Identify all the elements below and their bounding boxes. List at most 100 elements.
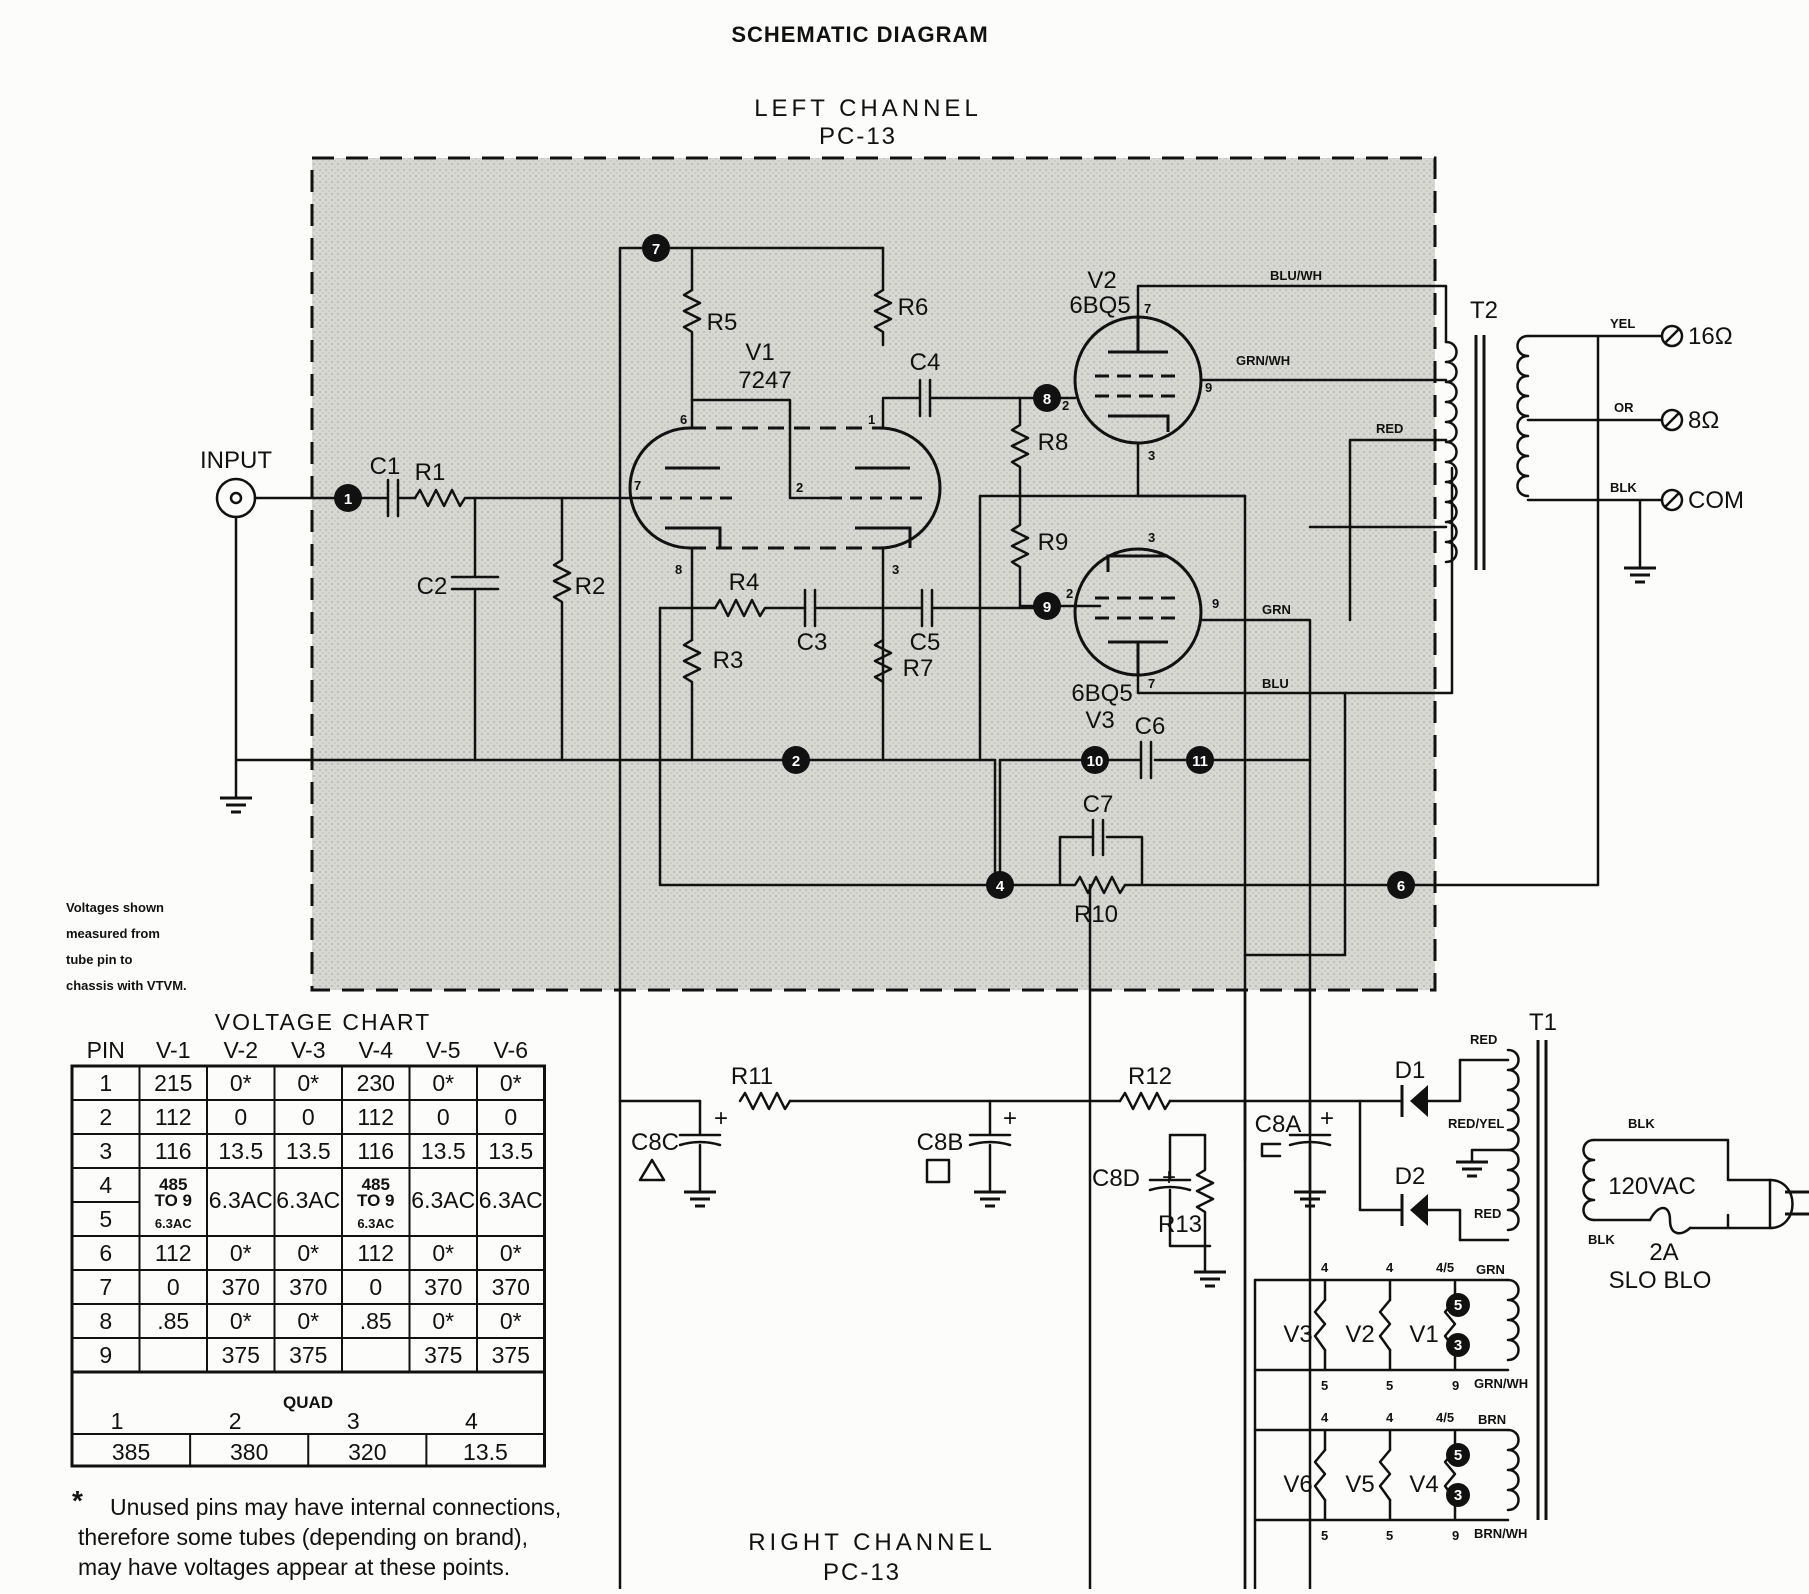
svg-text:RED: RED xyxy=(1474,1206,1501,1221)
v3-type: 6BQ5 xyxy=(1071,680,1132,707)
svg-text:1: 1 xyxy=(868,412,875,427)
svg-text:D2: D2 xyxy=(1395,1163,1426,1190)
chart-cell: .85 xyxy=(157,1308,189,1334)
ground-symbol xyxy=(1622,566,1658,584)
board-outline xyxy=(310,156,1437,992)
svg-text:4: 4 xyxy=(1321,1260,1329,1275)
node-6: 6 xyxy=(1397,878,1405,895)
chart-cell: 2 xyxy=(99,1104,112,1130)
chart-cell: 0* xyxy=(297,1240,319,1266)
svg-text:+: + xyxy=(1320,1105,1334,1132)
svg-text:5: 5 xyxy=(1386,1528,1393,1543)
r8-resistor: R8 xyxy=(1010,396,1068,522)
svg-text:4/5: 4/5 xyxy=(1436,1260,1454,1275)
svg-text:R5: R5 xyxy=(707,309,738,336)
node-11: 11 xyxy=(1192,753,1208,770)
svg-text:may have voltages appear at th: may have voltages appear at these points… xyxy=(78,1554,510,1580)
cathode-wiring xyxy=(658,546,885,762)
heater-string-1: 5 3 V3 V2 V1 4 4 4/5 GRN 5 5 9 GRN/WH xyxy=(1253,1260,1528,1393)
c3-capacitor: C3 xyxy=(797,588,885,656)
chart-cell: 0 xyxy=(437,1104,450,1130)
svg-text:3: 3 xyxy=(892,562,899,577)
chart-cell-note: 6.3AC xyxy=(155,1216,192,1231)
chart-cell: 0* xyxy=(500,1308,522,1334)
svg-text:Voltages shown: Voltages shown xyxy=(66,900,164,915)
svg-text:RED: RED xyxy=(1376,421,1403,436)
svg-text:C2: C2 xyxy=(417,573,448,600)
svg-text:C8A: C8A xyxy=(1255,1111,1302,1138)
chart-cell: 230 xyxy=(357,1070,395,1096)
node-7: 7 xyxy=(652,241,660,258)
chart-cell: 13.5 xyxy=(218,1138,263,1164)
chart-cell: 6.3AC xyxy=(209,1187,273,1213)
svg-text:BRN: BRN xyxy=(1478,1412,1506,1427)
svg-text:BLU: BLU xyxy=(1262,676,1289,691)
svg-text:chassis with VTVM.: chassis with VTVM. xyxy=(66,978,187,993)
svg-text:C6: C6 xyxy=(1135,713,1166,740)
chart-cell: 112 xyxy=(357,1104,394,1130)
svg-text:measured from: measured from xyxy=(66,926,160,941)
chart-cell: 485 xyxy=(362,1175,390,1194)
svg-text:R7: R7 xyxy=(903,655,934,682)
svg-text:3: 3 xyxy=(1148,448,1155,463)
svg-text:C4: C4 xyxy=(910,349,941,376)
svg-text:R13: R13 xyxy=(1158,1211,1202,1238)
quad-value: 320 xyxy=(348,1439,386,1465)
right-channel-label: RIGHT CHANNEL xyxy=(748,1529,996,1556)
svg-text:7: 7 xyxy=(1148,676,1155,691)
chart-cell: 6 xyxy=(99,1240,112,1266)
r10-label: R10 xyxy=(1074,901,1118,928)
svg-text:3: 3 xyxy=(1454,1337,1462,1354)
r7-resistor: R7 xyxy=(873,638,934,684)
chart-cell: 370 xyxy=(424,1274,462,1300)
svg-text:tube pin to: tube pin to xyxy=(66,952,132,967)
svg-text:V3: V3 xyxy=(1283,1321,1312,1348)
fuse-type: SLO BLO xyxy=(1609,1267,1712,1294)
svg-text:7: 7 xyxy=(1144,301,1151,316)
chart-cell: 0* xyxy=(500,1070,522,1096)
svg-text:6: 6 xyxy=(680,412,687,427)
svg-text:BLK: BLK xyxy=(1628,1116,1655,1131)
svg-text:+: + xyxy=(1003,1105,1017,1132)
svg-text:4: 4 xyxy=(1386,1410,1394,1425)
node-8: 8 xyxy=(1043,391,1051,408)
svg-text:OR: OR xyxy=(1614,400,1634,415)
quad-header: 1 xyxy=(111,1408,124,1434)
measurement-note: Voltages shown measured from tube pin to… xyxy=(66,900,187,993)
chart-cell: 8 xyxy=(99,1308,112,1334)
r2-resistor: R2 xyxy=(552,496,605,762)
chart-cell: 0* xyxy=(432,1308,454,1334)
chart-header: V-3 xyxy=(291,1037,326,1063)
ground-symbol xyxy=(1454,1160,1490,1178)
svg-text:R12: R12 xyxy=(1128,1063,1172,1090)
footnote: * Unused pins may have internal connecti… xyxy=(72,1485,561,1580)
mains-voltage: 120VAC xyxy=(1608,1173,1696,1200)
chart-cell: 116 xyxy=(357,1138,394,1164)
svg-text:T1: T1 xyxy=(1529,1009,1557,1036)
svg-text:GRN/WH: GRN/WH xyxy=(1474,1376,1528,1391)
svg-text:V6: V6 xyxy=(1283,1471,1312,1498)
svg-text:R1: R1 xyxy=(415,459,446,486)
mains-wiring xyxy=(1592,1138,1772,1230)
chart-cell: 0* xyxy=(432,1070,454,1096)
t1-power-transformer: T1 xyxy=(1506,1009,1596,1520)
chart-cell: 4 xyxy=(99,1172,112,1198)
chart-cell: 370 xyxy=(492,1274,530,1300)
svg-text:C8D: C8D xyxy=(1092,1165,1140,1192)
svg-text:C8C: C8C xyxy=(631,1129,679,1156)
heater-string-2: 5 3 V6 V5 V4 4 4 4/5 BRN 5 5 9 BRN/WH xyxy=(1253,1410,1527,1543)
chart-cell: 370 xyxy=(289,1274,327,1300)
svg-text:9: 9 xyxy=(1212,596,1219,611)
chart-cell: 485 xyxy=(159,1175,187,1194)
d1-diode: D1 xyxy=(1358,1057,1462,1117)
chart-cell: 112 xyxy=(357,1240,394,1266)
node-2: 2 xyxy=(792,753,800,770)
speaker-wiring xyxy=(1399,334,1664,887)
chart-cell: 112 xyxy=(155,1240,192,1266)
chart-cell: 13.5 xyxy=(286,1138,331,1164)
output-16-ohm: 16Ω xyxy=(1688,323,1733,350)
c4-capacitor: C4 xyxy=(881,349,1049,418)
